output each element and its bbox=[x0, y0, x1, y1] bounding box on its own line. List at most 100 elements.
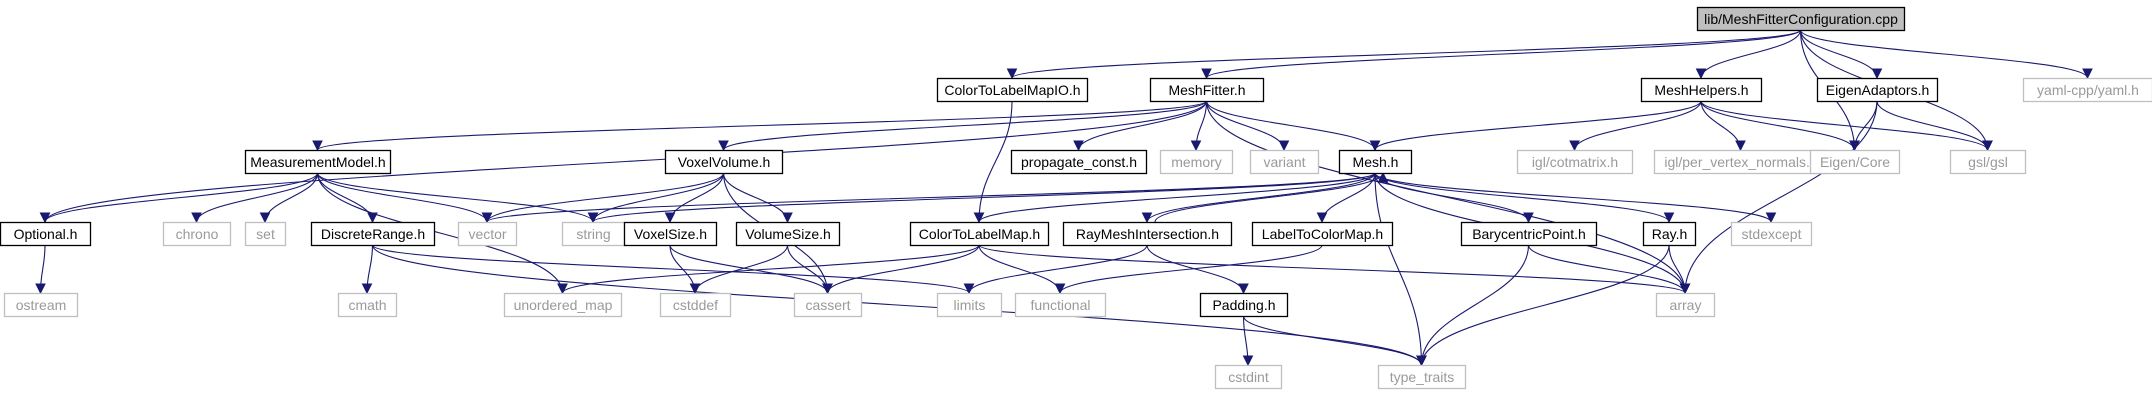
node-stdexcept-box bbox=[1730, 221, 1813, 247]
edge-meshfitter-to-measurementmodel bbox=[316, 100, 1208, 151]
node-labeltocolormap-label: LabelToColorMap.h bbox=[1262, 226, 1383, 242]
node-voxelsize[interactable]: VoxelSize.h bbox=[623, 221, 718, 247]
arrowhead-meshfitter-to-memory bbox=[1190, 140, 1202, 152]
node-mesh-label: Mesh.h bbox=[1353, 154, 1399, 170]
arrowhead-measurementmodel-to-chrono bbox=[191, 212, 202, 224]
edge-meshhelpers-to-mesh bbox=[1374, 100, 1702, 151]
node-voxelsize-label: VoxelSize.h bbox=[634, 226, 707, 242]
node-cassert-label: cassert bbox=[805, 297, 850, 313]
arrowhead-labeltocolormap-to-functional bbox=[1054, 283, 1066, 295]
node-variant: variant bbox=[1249, 149, 1320, 175]
node-optional[interactable]: Optional.h bbox=[0, 221, 92, 247]
node-colortolabelmap-label: ColorToLabelMap.h bbox=[919, 226, 1040, 242]
arrowhead-discreterange-to-cmath bbox=[361, 283, 373, 295]
arrowhead-eigenadaptors-to-gsl bbox=[1982, 140, 1993, 152]
edge-mesh-to-typetraits bbox=[1374, 172, 1423, 366]
arrowhead-root-to-yamlcpp bbox=[2082, 68, 2093, 80]
node-voxelsize-box bbox=[623, 221, 718, 247]
arrowhead-mesh-to-ray bbox=[1663, 212, 1675, 224]
node-eigenadaptors[interactable]: EigenAdaptors.h bbox=[1816, 77, 1939, 103]
node-eigenadaptors-label: EigenAdaptors.h bbox=[1826, 82, 1930, 98]
node-cmath-label: cmath bbox=[348, 297, 386, 313]
node-gsl-label: gsl/gsl bbox=[1968, 154, 2008, 170]
node-limits: limits bbox=[936, 292, 1003, 318]
node-discreterange[interactable]: DiscreteRange.h bbox=[310, 221, 436, 247]
node-cstdint: cstdint bbox=[1214, 364, 1283, 390]
node-mesh-box bbox=[1338, 149, 1413, 175]
node-eigencore: Eigen/Core bbox=[1809, 149, 1901, 175]
node-padding[interactable]: Padding.h bbox=[1199, 292, 1289, 318]
arrowhead-padding-to-cstdint bbox=[1242, 355, 1254, 367]
node-meshfitter[interactable]: MeshFitter.h bbox=[1149, 77, 1265, 103]
node-measurementmodel[interactable]: MeasurementModel.h bbox=[244, 149, 392, 175]
edge-colortolabelmap-to-array bbox=[978, 244, 1686, 294]
node-functional: functional bbox=[1014, 292, 1107, 318]
node-propagateconst[interactable]: propagate_const.h bbox=[1010, 149, 1148, 175]
node-barycentricpoint[interactable]: BarycentricPoint.h bbox=[1460, 221, 1598, 247]
node-colortolabelmapio[interactable]: ColorToLabelMapIO.h bbox=[936, 77, 1089, 103]
edge-colortolabelmapio-to-colortolabelmap bbox=[978, 100, 1013, 223]
edge-ray-to-typetraits bbox=[1420, 244, 1670, 366]
edge-mesh-to-vector bbox=[486, 172, 1376, 223]
node-discreterange-box bbox=[310, 221, 436, 247]
arrowhead-voxelvolume-to-voxelsize bbox=[664, 212, 676, 224]
edge-meshfitter-to-variant bbox=[1205, 100, 1285, 151]
node-ray[interactable]: Ray.h bbox=[1642, 221, 1697, 247]
node-iglpervertex: igl/per_vertex_normals.h bbox=[1653, 149, 1829, 175]
node-colortolabelmap[interactable]: ColorToLabelMap.h bbox=[909, 221, 1050, 247]
node-yamlcpp: yaml-cpp/yaml.h bbox=[2022, 77, 2152, 103]
node-raymeshintersection[interactable]: RayMeshIntersection.h bbox=[1062, 221, 1233, 247]
node-labeltocolormap[interactable]: LabelToColorMap.h bbox=[1251, 221, 1394, 247]
node-functional-label: functional bbox=[1031, 297, 1091, 313]
arrowhead-volumesize-to-cstddef bbox=[689, 283, 701, 295]
node-voxelvolume-label: VoxelVolume.h bbox=[678, 154, 771, 170]
edge-padding-to-typetraits bbox=[1242, 315, 1423, 366]
node-volumesize[interactable]: VolumeSize.h bbox=[735, 221, 841, 247]
node-eigenadaptors-box bbox=[1816, 77, 1939, 103]
node-cstddef: cstddef bbox=[659, 292, 732, 318]
edge-raymeshintersection-to-mesh bbox=[1154, 172, 1384, 223]
node-typetraits: type_traits bbox=[1377, 364, 1467, 390]
node-variant-label: variant bbox=[1263, 154, 1305, 170]
edge-voxelvolume-to-volumesize bbox=[722, 172, 789, 223]
edge-measurementmodel-to-vector bbox=[316, 172, 488, 223]
node-optional-box bbox=[0, 221, 92, 247]
edge-meshfitter-to-voxelvolume bbox=[722, 100, 1208, 151]
arrowhead-mesh-to-labeltocolormap bbox=[1316, 212, 1328, 224]
edge-measurementmodel-to-chrono bbox=[195, 172, 319, 223]
node-set: set bbox=[244, 221, 287, 247]
node-typetraits-box bbox=[1377, 364, 1467, 390]
node-set-box bbox=[244, 221, 287, 247]
node-barycentricpoint-label: BarycentricPoint.h bbox=[1472, 226, 1586, 242]
node-volumesize-box bbox=[735, 221, 841, 247]
edge-mesh-to-colortolabelmap bbox=[978, 172, 1376, 223]
node-unorderedmap: unordered_map bbox=[503, 292, 623, 318]
edge-colortolabelmap-to-functional bbox=[978, 244, 1061, 294]
node-optional-label: Optional.h bbox=[14, 226, 78, 242]
arrowhead-colortolabelmap-to-unorderedmap bbox=[557, 283, 568, 295]
node-limits-box bbox=[936, 292, 1003, 318]
node-iglcotmatrix-box bbox=[1516, 149, 1634, 175]
node-vector-label: vector bbox=[468, 226, 506, 242]
node-iglcotmatrix: igl/cotmatrix.h bbox=[1516, 149, 1634, 175]
node-cstddef-box bbox=[659, 292, 732, 318]
node-mesh[interactable]: Mesh.h bbox=[1338, 149, 1413, 175]
node-raymeshintersection-box bbox=[1062, 221, 1233, 247]
node-array: array bbox=[1655, 292, 1716, 318]
node-eigencore-box bbox=[1809, 149, 1901, 175]
edge-mesh-to-stdexcept bbox=[1374, 172, 1772, 223]
arrowhead-ray-to-array bbox=[1679, 283, 1691, 295]
node-voxelvolume[interactable]: VoxelVolume.h bbox=[664, 149, 784, 175]
node-vector: vector bbox=[457, 221, 518, 247]
arrowhead-root-to-colortolabelmapio bbox=[1006, 68, 1018, 80]
node-iglcotmatrix-label: igl/cotmatrix.h bbox=[1532, 154, 1618, 170]
node-chrono: chrono bbox=[162, 221, 232, 247]
node-root[interactable]: lib/MeshFitterConfiguration.cpp bbox=[1696, 6, 1906, 32]
edge-mesh-to-labeltocolormap bbox=[1321, 172, 1376, 223]
node-meshhelpers[interactable]: MeshHelpers.h bbox=[1640, 77, 1763, 103]
edge-measurementmodel-to-unorderedmap bbox=[316, 172, 564, 294]
node-variant-box bbox=[1249, 149, 1320, 175]
node-cstdint-label: cstdint bbox=[1228, 369, 1269, 385]
edge-meshfitter-to-optional bbox=[44, 100, 1208, 223]
